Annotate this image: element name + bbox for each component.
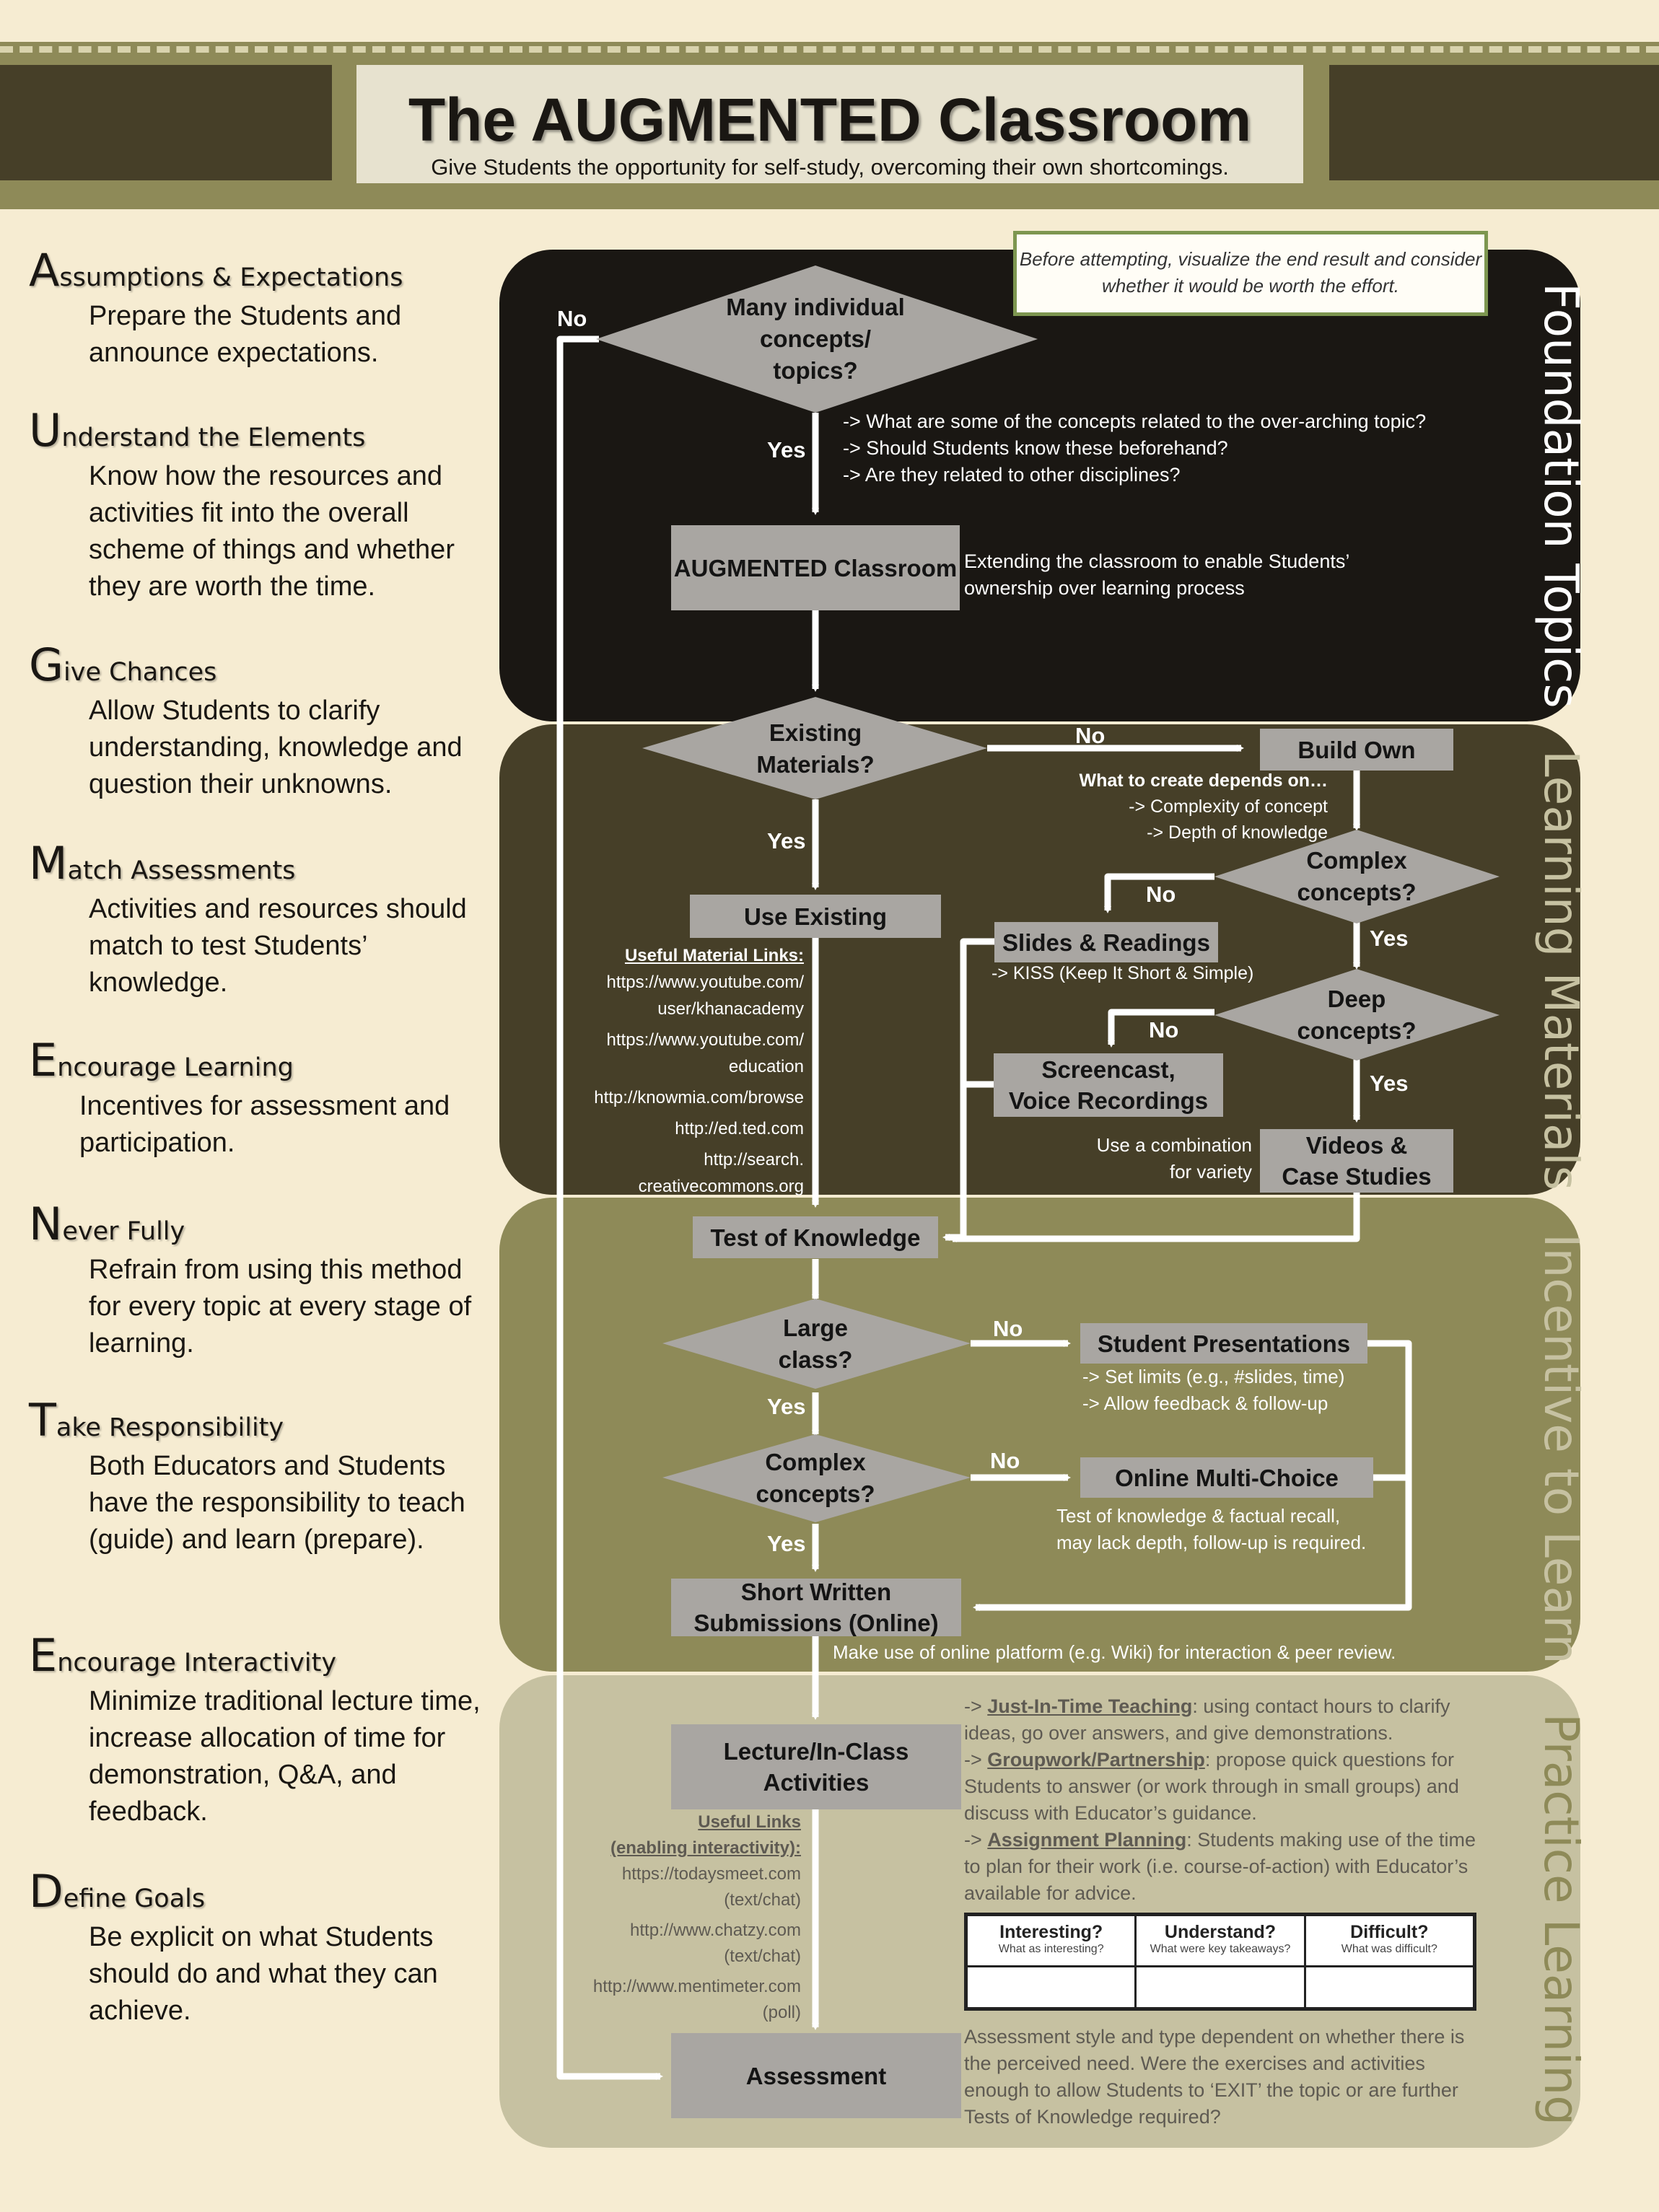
label-no: No xyxy=(1075,723,1106,748)
step-description: Incentives for assessment and participat… xyxy=(79,1091,450,1158)
exit-column-difficult: Difficult?What was difficult? xyxy=(1305,1916,1473,2007)
create-depends-note: What to create depends on… -> Complexity… xyxy=(1079,771,1328,843)
decision-large-class: Large class? xyxy=(778,1315,853,1373)
box-short-written: Short Written Submissions (Online) xyxy=(671,1579,961,1636)
exit-ticket-table: Interesting?What as interesting? Underst… xyxy=(964,1913,1476,2011)
decision-deep-concepts: Deep concepts? xyxy=(1297,986,1417,1044)
combination-note: Use a combination for variety xyxy=(1096,1134,1252,1182)
decision-deep-shape xyxy=(1214,969,1500,1061)
page-title: The AUGMENTED Classroom xyxy=(408,86,1252,154)
label-yes: Yes xyxy=(767,828,806,853)
box-build-own: Build Own xyxy=(1260,729,1453,771)
step-title: Understand the Elements xyxy=(29,404,366,457)
banner-dash-stripe xyxy=(0,46,1659,53)
label-yes: Yes xyxy=(767,1394,806,1419)
box-videos-case-studies: Videos & Case Studies xyxy=(1260,1129,1453,1193)
step-description: Activities and resources should match to… xyxy=(89,894,467,998)
exit-column-understand: Understand?What were key takeaways? xyxy=(1137,1916,1306,2007)
useful-material-links: Useful Material Links: https://www.youtu… xyxy=(594,946,804,1196)
step-encourage-learning: Encourage Learning Incentives for assess… xyxy=(29,1034,491,1162)
step-encourage-interactivity: Encourage Interactivity Minimize traditi… xyxy=(29,1629,491,1830)
step-take-responsibility: Take Responsibility Both Educators and S… xyxy=(29,1394,491,1558)
label-no: No xyxy=(990,1448,1020,1473)
decision-complex-concepts-2: Complex concepts? xyxy=(756,1449,875,1507)
page-subtitle: Give Students the opportunity for self-s… xyxy=(431,154,1229,180)
visualize-callout: Before attempting, visualize the end res… xyxy=(1013,231,1488,316)
presentation-notes: -> Set limits (e.g., #slides, time) -> A… xyxy=(1082,1366,1345,1414)
step-title: Give Chances xyxy=(29,638,217,691)
wiki-note: Make use of online platform (e.g. Wiki) … xyxy=(833,1641,1396,1663)
interactivity-links: Useful Links (enabling interactivity): h… xyxy=(592,1812,801,2022)
label-yes: Yes xyxy=(1370,1071,1409,1096)
step-title: Define Goals xyxy=(29,1865,206,1918)
decision-complex-concepts-1: Complex concepts? xyxy=(1297,847,1417,905)
decision-existing-shape xyxy=(642,697,987,799)
label-no: No xyxy=(1146,882,1176,907)
practice-strategies: -> Just-In-Time Teaching: using contact … xyxy=(964,1693,1491,1907)
box-use-existing: Use Existing xyxy=(690,895,941,938)
connector-deep-to-screencast xyxy=(1108,1009,1214,1048)
step-title: Never Fully xyxy=(29,1198,185,1250)
assessment-description: Assessment style and type dependent on w… xyxy=(964,2026,1465,2128)
label-yes: Yes xyxy=(1370,926,1409,951)
title-panel xyxy=(356,65,1303,183)
label-yes: Yes xyxy=(767,437,806,462)
label-yes: Yes xyxy=(767,1531,806,1556)
exit-column-interesting: Interesting?What as interesting? xyxy=(968,1916,1137,2007)
step-description: Know how the resources and activities fi… xyxy=(89,461,455,602)
foundation-questions: -> What are some of the concepts related… xyxy=(843,411,1427,486)
step-description: Refrain from using this method for every… xyxy=(89,1255,472,1359)
practice-strategy-groupwork: -> Groupwork/Partnership: propose quick … xyxy=(964,1749,1459,1824)
label-no: No xyxy=(993,1316,1023,1341)
box-online-multi-choice: Online Multi-Choice xyxy=(1080,1457,1373,1498)
step-assumptions: Assumptions & Expectations Prepare the S… xyxy=(29,244,491,372)
step-give-chances: Give Chances Allow Students to clarify u… xyxy=(29,638,491,803)
decision-existing-materials: Existing Materials? xyxy=(756,719,875,778)
multi-choice-notes: Test of knowledge & factual recall, may … xyxy=(1056,1505,1367,1553)
step-title: Take Responsibility xyxy=(29,1394,284,1447)
box-augmented-classroom: AUGMENTED Classroom xyxy=(671,525,960,610)
step-description: Be explicit on what Students should do a… xyxy=(89,1922,438,2026)
decision-complex2-shape xyxy=(662,1434,971,1522)
box-lecture-activities: Lecture/In-Class Activities xyxy=(671,1724,961,1809)
step-description: Both Educators and Students have the res… xyxy=(89,1451,465,1555)
practice-strategy-planning: -> Assignment Planning: Students making … xyxy=(964,1829,1476,1904)
decision-complex1-shape xyxy=(1214,830,1500,923)
decision-many-concepts: Many individual concepts/ topics? xyxy=(726,294,905,384)
step-understand: Understand the Elements Know how the res… xyxy=(29,404,491,605)
connector-slides-to-test xyxy=(942,938,994,1241)
augmented-description: Extending the classroom to enable Studen… xyxy=(964,550,1350,599)
label-no: No xyxy=(1149,1017,1179,1043)
connector-videos-to-test xyxy=(950,1192,1360,1242)
banner-left-block xyxy=(0,65,332,180)
step-never-fully: Never Fully Refrain from using this meth… xyxy=(29,1198,491,1362)
step-match-assessments: Match Assessments Activities and resourc… xyxy=(29,837,491,1001)
practice-strategy-jit: -> Just-In-Time Teaching: using contact … xyxy=(964,1695,1450,1744)
box-student-presentations: Student Presentations xyxy=(1080,1323,1367,1364)
step-title: Encourage Interactivity xyxy=(29,1629,337,1682)
step-define-goals: Define Goals Be explicit on what Student… xyxy=(29,1865,491,2029)
decision-large-class-shape xyxy=(662,1299,971,1389)
label-no: No xyxy=(557,306,587,331)
box-slides-readings: Slides & Readings xyxy=(994,922,1218,962)
box-test-of-knowledge: Test of Knowledge xyxy=(693,1216,938,1258)
banner-right-block xyxy=(1329,65,1659,180)
step-title: Encourage Learning xyxy=(29,1034,294,1087)
decision-many-concepts-shape xyxy=(596,265,1038,413)
box-assessment: Assessment xyxy=(671,2033,961,2118)
connector-complex-to-slides xyxy=(1104,873,1214,913)
step-description: Allow Students to clarify understanding,… xyxy=(89,695,463,799)
step-description: Prepare the Students and announce expect… xyxy=(89,301,402,368)
step-description: Minimize traditional lecture time, incre… xyxy=(89,1686,481,1827)
kiss-note: -> KISS (Keep It Short & Simple) xyxy=(992,963,1254,983)
step-title: Match Assessments xyxy=(29,837,296,890)
box-screencast: Screencast, Voice Recordings xyxy=(994,1053,1223,1117)
step-title: Assumptions & Expectations xyxy=(29,244,403,297)
no-bypass-connector xyxy=(556,335,663,2080)
